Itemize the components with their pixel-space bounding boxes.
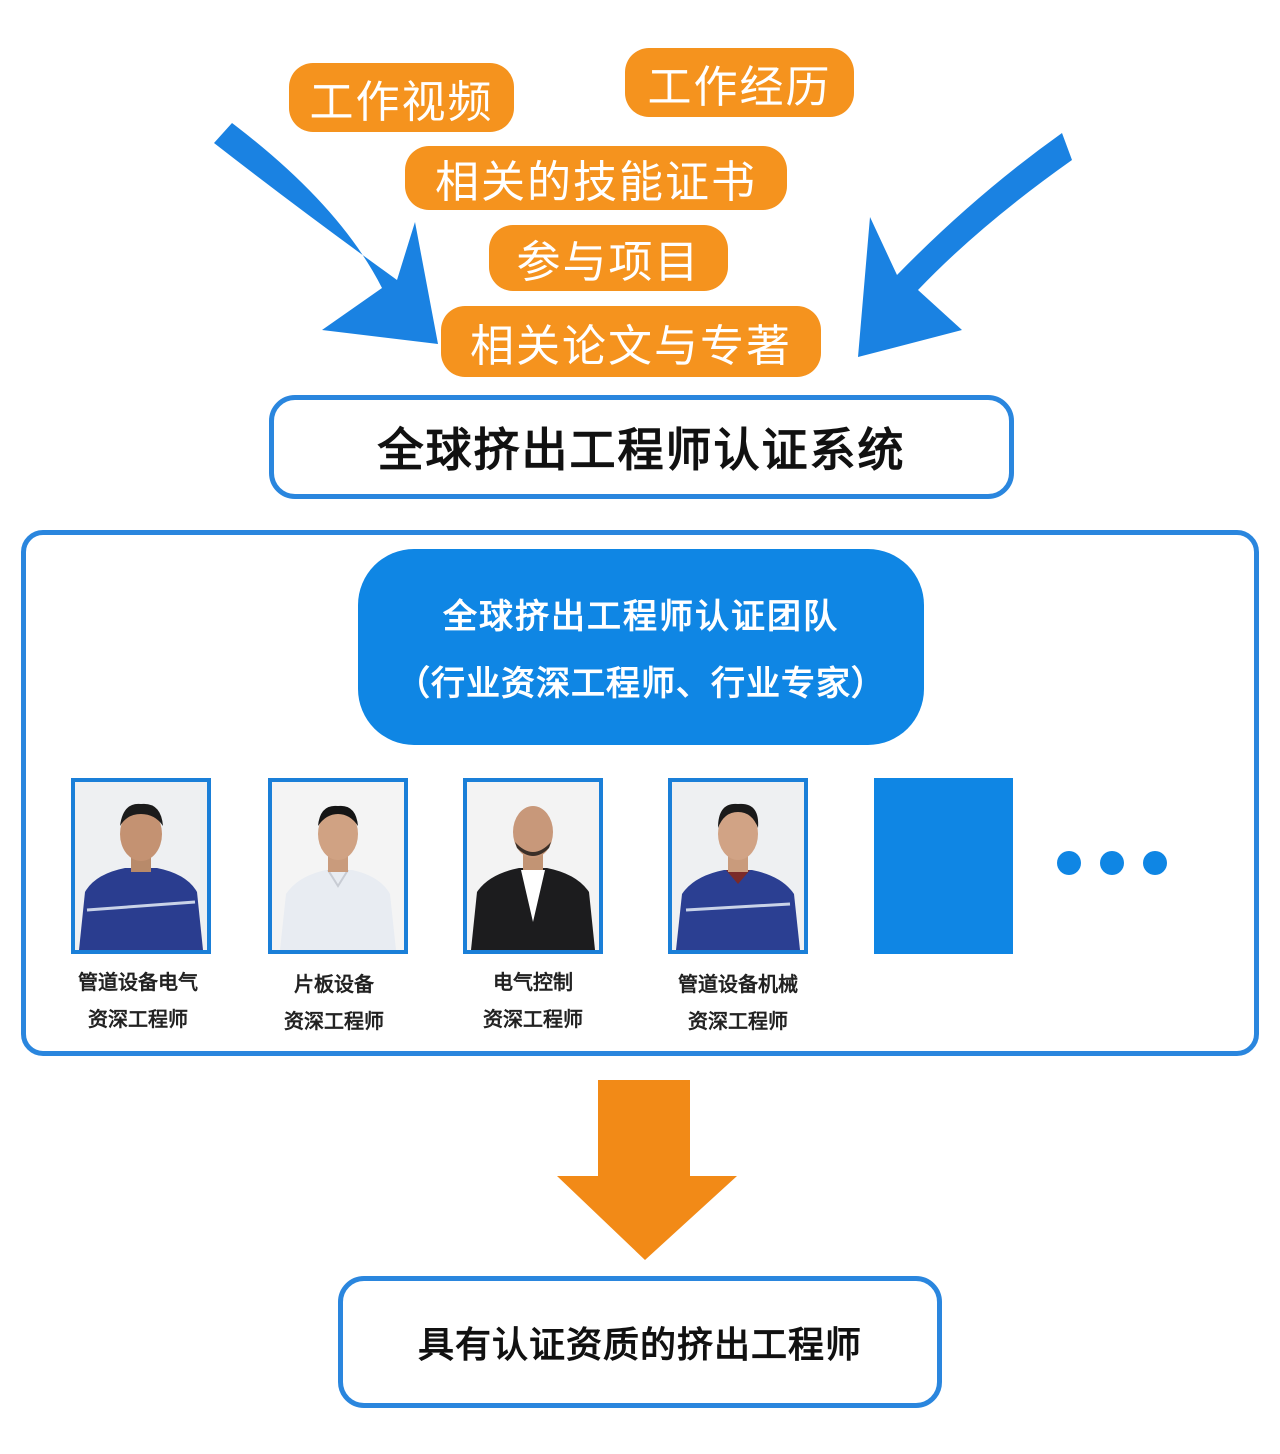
member-title: 资深工程师 xyxy=(284,1009,384,1033)
certification-system-box: 全球挤出工程师认证系统 xyxy=(269,395,1014,499)
tag-papers-books: 相关论文与专著 xyxy=(441,306,821,377)
member-title: 资深工程师 xyxy=(483,1007,583,1031)
member-caption: 片板设备 资深工程师 xyxy=(244,966,424,1040)
right-arrow-icon xyxy=(858,133,1072,357)
tag-skill-certificates: 相关的技能证书 xyxy=(405,146,787,210)
member-role: 片板设备 xyxy=(294,972,374,996)
tag-projects: 参与项目 xyxy=(489,225,728,291)
member-title: 资深工程师 xyxy=(88,1007,188,1031)
team-subtitle: （行业资深工程师、行业专家） xyxy=(396,664,886,704)
member-caption: 管道设备电气 资深工程师 xyxy=(48,964,228,1038)
member-title: 资深工程师 xyxy=(688,1009,788,1033)
team-header: 全球挤出工程师认证团队 （行业资深工程师、行业专家） xyxy=(358,549,924,745)
team-title: 全球挤出工程师认证团队 xyxy=(443,597,839,637)
member-caption: 电气控制 资深工程师 xyxy=(443,964,623,1038)
placeholder-member-card xyxy=(874,778,1013,954)
system-title: 全球挤出工程师认证系统 xyxy=(377,423,906,477)
ellipsis-dot xyxy=(1143,851,1167,875)
tag-work-history: 工作经历 xyxy=(625,48,854,117)
member-photo xyxy=(268,778,408,954)
member-photo xyxy=(668,778,808,954)
member-photo xyxy=(463,778,603,954)
member-role: 管道设备电气 xyxy=(78,970,198,994)
ellipsis-dot xyxy=(1057,851,1081,875)
blue-arrows xyxy=(214,123,1072,357)
left-arrow-icon xyxy=(214,123,438,344)
member-role: 电气控制 xyxy=(493,970,573,994)
member-photo xyxy=(71,778,211,954)
result-title: 具有认证资质的挤出工程师 xyxy=(417,1325,862,1366)
member-caption: 管道设备机械 资深工程师 xyxy=(648,966,828,1040)
member-role: 管道设备机械 xyxy=(678,972,798,996)
ellipsis-dot xyxy=(1100,851,1124,875)
tag-work-video: 工作视频 xyxy=(289,63,514,132)
result-box: 具有认证资质的挤出工程师 xyxy=(338,1276,942,1408)
